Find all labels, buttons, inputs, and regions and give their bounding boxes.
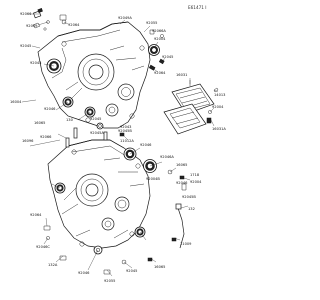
part-label: 92046C: [36, 245, 50, 249]
part-label: 92055: [146, 21, 157, 25]
upper-small-parts: [32, 8, 67, 31]
part-label: 92045: [162, 55, 173, 59]
part-label: 130: [66, 118, 74, 122]
part-labels: 92066 92049 92064 92049A 92055 92004 920…: [10, 12, 226, 283]
part-label: 92004: [212, 105, 224, 109]
part-label: 92045B: [118, 129, 132, 133]
part-label: 16031A: [212, 127, 226, 131]
part-label: 14013: [214, 93, 225, 97]
part-label: 16065: [34, 121, 45, 125]
reed-valve-assembly: [163, 80, 219, 135]
figure-number: E61471 I: [188, 5, 207, 10]
part-label: 16065: [154, 265, 165, 269]
part-label: 92045A: [90, 131, 104, 135]
part-label: 92046: [44, 107, 56, 111]
part-label: 92064: [154, 71, 166, 75]
leader-lines: [21, 13, 219, 277]
lower-fasteners: [43, 169, 187, 275]
part-label: 16004: [10, 100, 22, 104]
part-label: 92066A: [152, 29, 166, 33]
part-label: 92043: [120, 125, 131, 129]
part-label: 92046A: [160, 155, 174, 159]
part-label: 132A: [48, 263, 58, 267]
part-label: 92045: [90, 117, 101, 121]
part-label: 92004: [154, 37, 166, 41]
part-label: 92045: [20, 44, 31, 48]
upper-bearings: [46, 44, 160, 130]
part-label: 92055: [104, 279, 115, 283]
part-label: 92066: [40, 135, 52, 139]
part-label: 92064: [68, 23, 80, 27]
part-label: 92049: [26, 24, 38, 28]
part-label: 132: [188, 207, 195, 211]
part-label: 92049A: [118, 16, 132, 20]
part-label: 92046: [78, 271, 90, 275]
part-label: 92045: [126, 269, 137, 273]
part-label: 92046: [176, 181, 188, 185]
lower-crankcase-half: [47, 139, 151, 249]
lower-bearings: [54, 147, 157, 255]
part-label: 16096: [22, 139, 34, 143]
part-label: 16065: [176, 163, 187, 167]
part-label: 92004B: [146, 177, 160, 181]
part-label: 92046: [140, 143, 152, 147]
dowel-pins: [65, 127, 108, 148]
part-label: 11012A: [120, 139, 134, 143]
part-label: 92043: [30, 61, 41, 65]
part-label: 92066: [20, 12, 32, 16]
crankcase-exploded-diagram: E61471 I: [10, 5, 226, 283]
part-label: 92064: [30, 213, 42, 217]
separator-line: [29, 139, 61, 147]
part-label: 11009: [180, 242, 192, 246]
part-label: 92004: [190, 180, 202, 184]
part-label: 92045B: [182, 195, 196, 199]
part-label: 1718: [190, 173, 200, 177]
part-label: 16031: [176, 73, 187, 77]
